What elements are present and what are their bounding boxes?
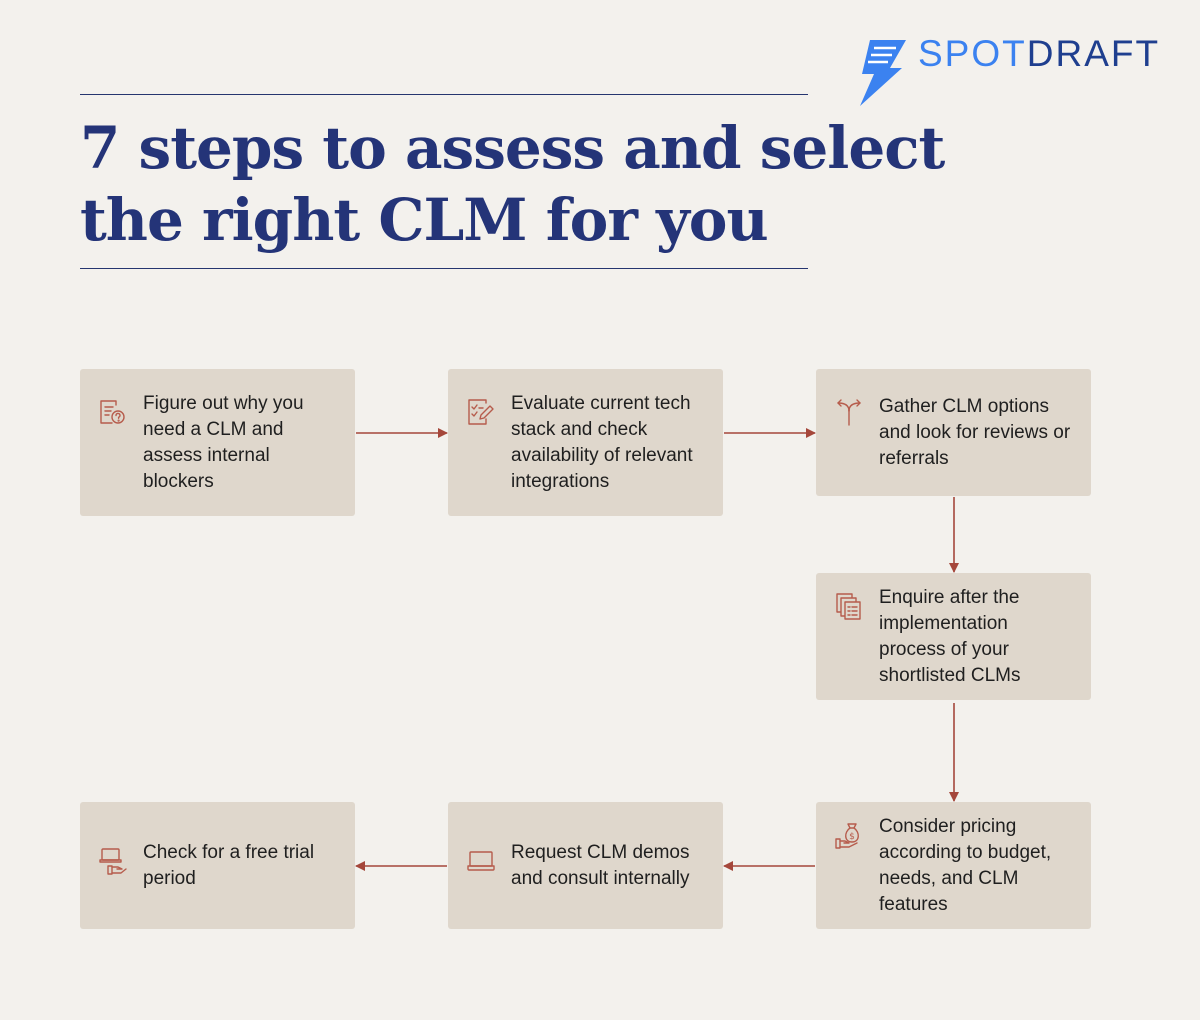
- laptop-hand-icon: [99, 848, 127, 875]
- spotdraft-logo: SPOTDRAFT: [856, 34, 1158, 106]
- step-6-box: Request CLM demos and consult internally: [448, 802, 723, 929]
- brand-name-part1: SPOT: [918, 33, 1027, 74]
- step-1-text: Figure out why you need a CLM and assess…: [143, 393, 304, 492]
- lightning-doc-icon: [860, 40, 906, 106]
- step-5-text: Consider pricing according to budget, ne…: [879, 816, 1052, 915]
- laptop-icon: [467, 851, 495, 871]
- split-arrows-icon: [837, 399, 861, 426]
- step-2-box: Evaluate current tech stack and check av…: [448, 369, 723, 516]
- step-7-box: Check for a free trial period: [80, 802, 355, 929]
- title-line-1: 7 steps to assess and select: [80, 114, 945, 182]
- page-title: 7 steps to assess and select the right C…: [80, 112, 945, 256]
- svg-text:$: $: [849, 832, 855, 842]
- title-rule-bottom: [80, 268, 808, 269]
- brand-name-part2: DRAFT: [1026, 33, 1161, 74]
- step-6-text: Request CLM demos and consult internally: [511, 842, 690, 889]
- step-4-box: Enquire after the implementation process…: [816, 573, 1091, 700]
- title-line-2: the right CLM for you: [80, 186, 769, 254]
- brand-wordmark: SPOTDRAFT: [918, 34, 1160, 74]
- step-4-text: Enquire after the implementation process…: [879, 587, 1021, 686]
- step-5-box: $ Consider pricing according to budget, …: [816, 802, 1091, 929]
- money-bag-hand-icon: $: [835, 823, 859, 849]
- document-question-icon: [100, 400, 125, 424]
- stacked-documents-icon: [836, 593, 861, 620]
- title-rule-top: [80, 94, 808, 95]
- step-7-text: Check for a free trial period: [143, 842, 315, 889]
- step-2-text: Evaluate current tech stack and check av…: [511, 393, 693, 492]
- document-edit-check-icon: [468, 399, 494, 425]
- step-3-box: Gather CLM options and look for reviews …: [816, 369, 1091, 496]
- step-1-box: Figure out why you need a CLM and assess…: [80, 369, 355, 516]
- step-3-text: Gather CLM options and look for reviews …: [879, 396, 1071, 469]
